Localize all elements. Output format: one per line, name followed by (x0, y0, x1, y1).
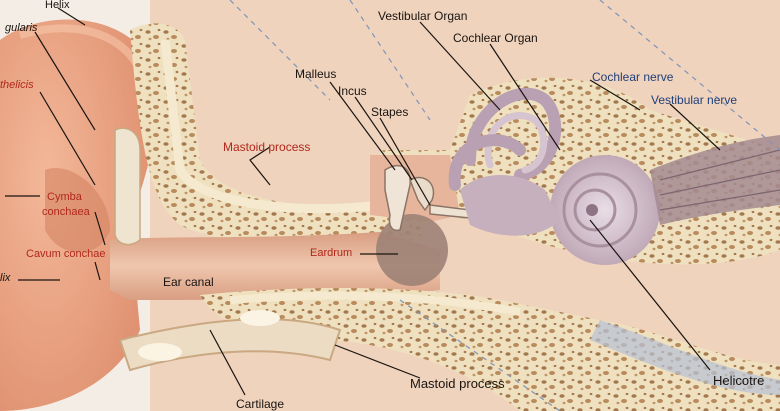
label-malleus: Malleus (295, 67, 337, 81)
label-helicotrema: Helicotre (713, 373, 765, 388)
cartilage-oval-2 (240, 310, 280, 326)
ear-canal (110, 232, 440, 300)
label-cavum-conchae: Cavum conchae (26, 248, 106, 260)
label-antihelicis: thelicis (0, 79, 34, 91)
label-cartilage: Cartilage (236, 397, 285, 411)
cartilage-oval-1 (138, 343, 182, 361)
helix-rim (18, 24, 144, 72)
dashed-guides (229, 0, 780, 411)
label-vestibular-organ: Vestibular Organ (378, 9, 468, 23)
temporal-bone-lower (200, 288, 780, 411)
label-ear-canal: Ear canal (163, 275, 214, 289)
cymba-conchae (45, 168, 110, 253)
label-helix-left: lix (0, 272, 11, 284)
label-spina-helicis: gularis (5, 22, 38, 34)
semicircular-canals (448, 87, 562, 191)
eustachian-tube (590, 320, 780, 395)
leader-lines (5, 7, 721, 396)
label-helix: Helix (45, 0, 70, 11)
malleus-bone (384, 164, 411, 232)
auditory-nerve-bundle (650, 135, 780, 225)
label-cochlear-nerve: Cochlear nerve (592, 70, 674, 84)
cochlea-inner-2 (573, 188, 617, 232)
canal-cartilage-vertical (114, 127, 141, 246)
bone-lower-edge (229, 291, 521, 316)
label-incus: Incus (338, 84, 367, 98)
bone-upper-edge (160, 39, 381, 214)
cochlea (550, 155, 660, 265)
label-stapes: Stapes (371, 105, 409, 119)
eardrum-membrane (376, 214, 448, 286)
label-cymba-conchae-2: conchaea (42, 206, 90, 218)
cochlea-inner-1 (562, 172, 638, 248)
label-eardrum: Eardrum (310, 247, 353, 259)
cochlea-center (586, 204, 598, 216)
label-mastoid-lower: Mastoid process (410, 376, 505, 391)
label-mastoid-upper: Mastoid process (223, 140, 311, 154)
vestibule (460, 175, 560, 236)
label-vestibular-nerve: Vestibular nerve (651, 93, 738, 107)
nerve-fibers (659, 149, 780, 211)
label-cochlear-organ: Cochlear Organ (453, 31, 538, 45)
label-cymba-conchae-1: Cymba (47, 191, 82, 203)
